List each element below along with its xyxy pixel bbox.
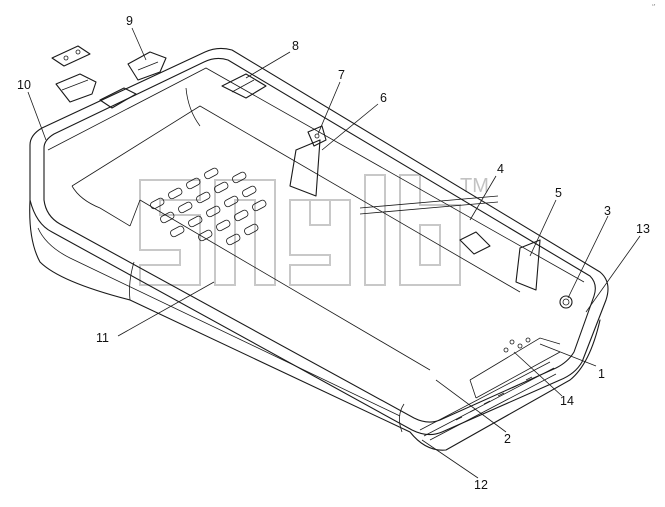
callout-2: 2 <box>504 432 511 446</box>
fitting-part-3 <box>559 295 573 309</box>
callout-6: 6 <box>380 91 387 105</box>
callout-10: 10 <box>17 78 31 92</box>
callout-4: 4 <box>497 162 504 176</box>
watermark-logo: TM <box>139 174 489 286</box>
callout-3: 3 <box>604 204 611 218</box>
rib-part-4 <box>359 195 499 255</box>
callout-8: 8 <box>292 39 299 53</box>
marker-dots-part-14 <box>503 337 531 353</box>
hinge-part-9 <box>51 45 167 81</box>
panel-part-5 <box>515 239 541 291</box>
callout-14: 14 <box>560 394 574 408</box>
callout-9: 9 <box>126 14 133 28</box>
hinge-part-10 <box>55 73 137 109</box>
callout-5: 5 <box>555 186 562 200</box>
leader-lines <box>27 27 641 479</box>
callout-1: 1 <box>598 367 605 381</box>
callout-labels: 9 8 10 7 6 4 5 3 13 11 1 14 2 12 <box>17 14 650 492</box>
divider-part-6 <box>289 139 321 197</box>
floor-grid <box>150 167 267 246</box>
callout-12: 12 <box>474 478 488 492</box>
callout-13: 13 <box>636 222 650 236</box>
tray-body <box>29 47 609 451</box>
corner-mark: ‘’ <box>652 3 656 12</box>
bracket-part-8 <box>221 73 267 99</box>
callout-7: 7 <box>338 68 345 82</box>
latch-part-7 <box>307 125 327 147</box>
watermark-tm: TM <box>460 175 489 197</box>
callout-11: 11 <box>96 331 109 345</box>
